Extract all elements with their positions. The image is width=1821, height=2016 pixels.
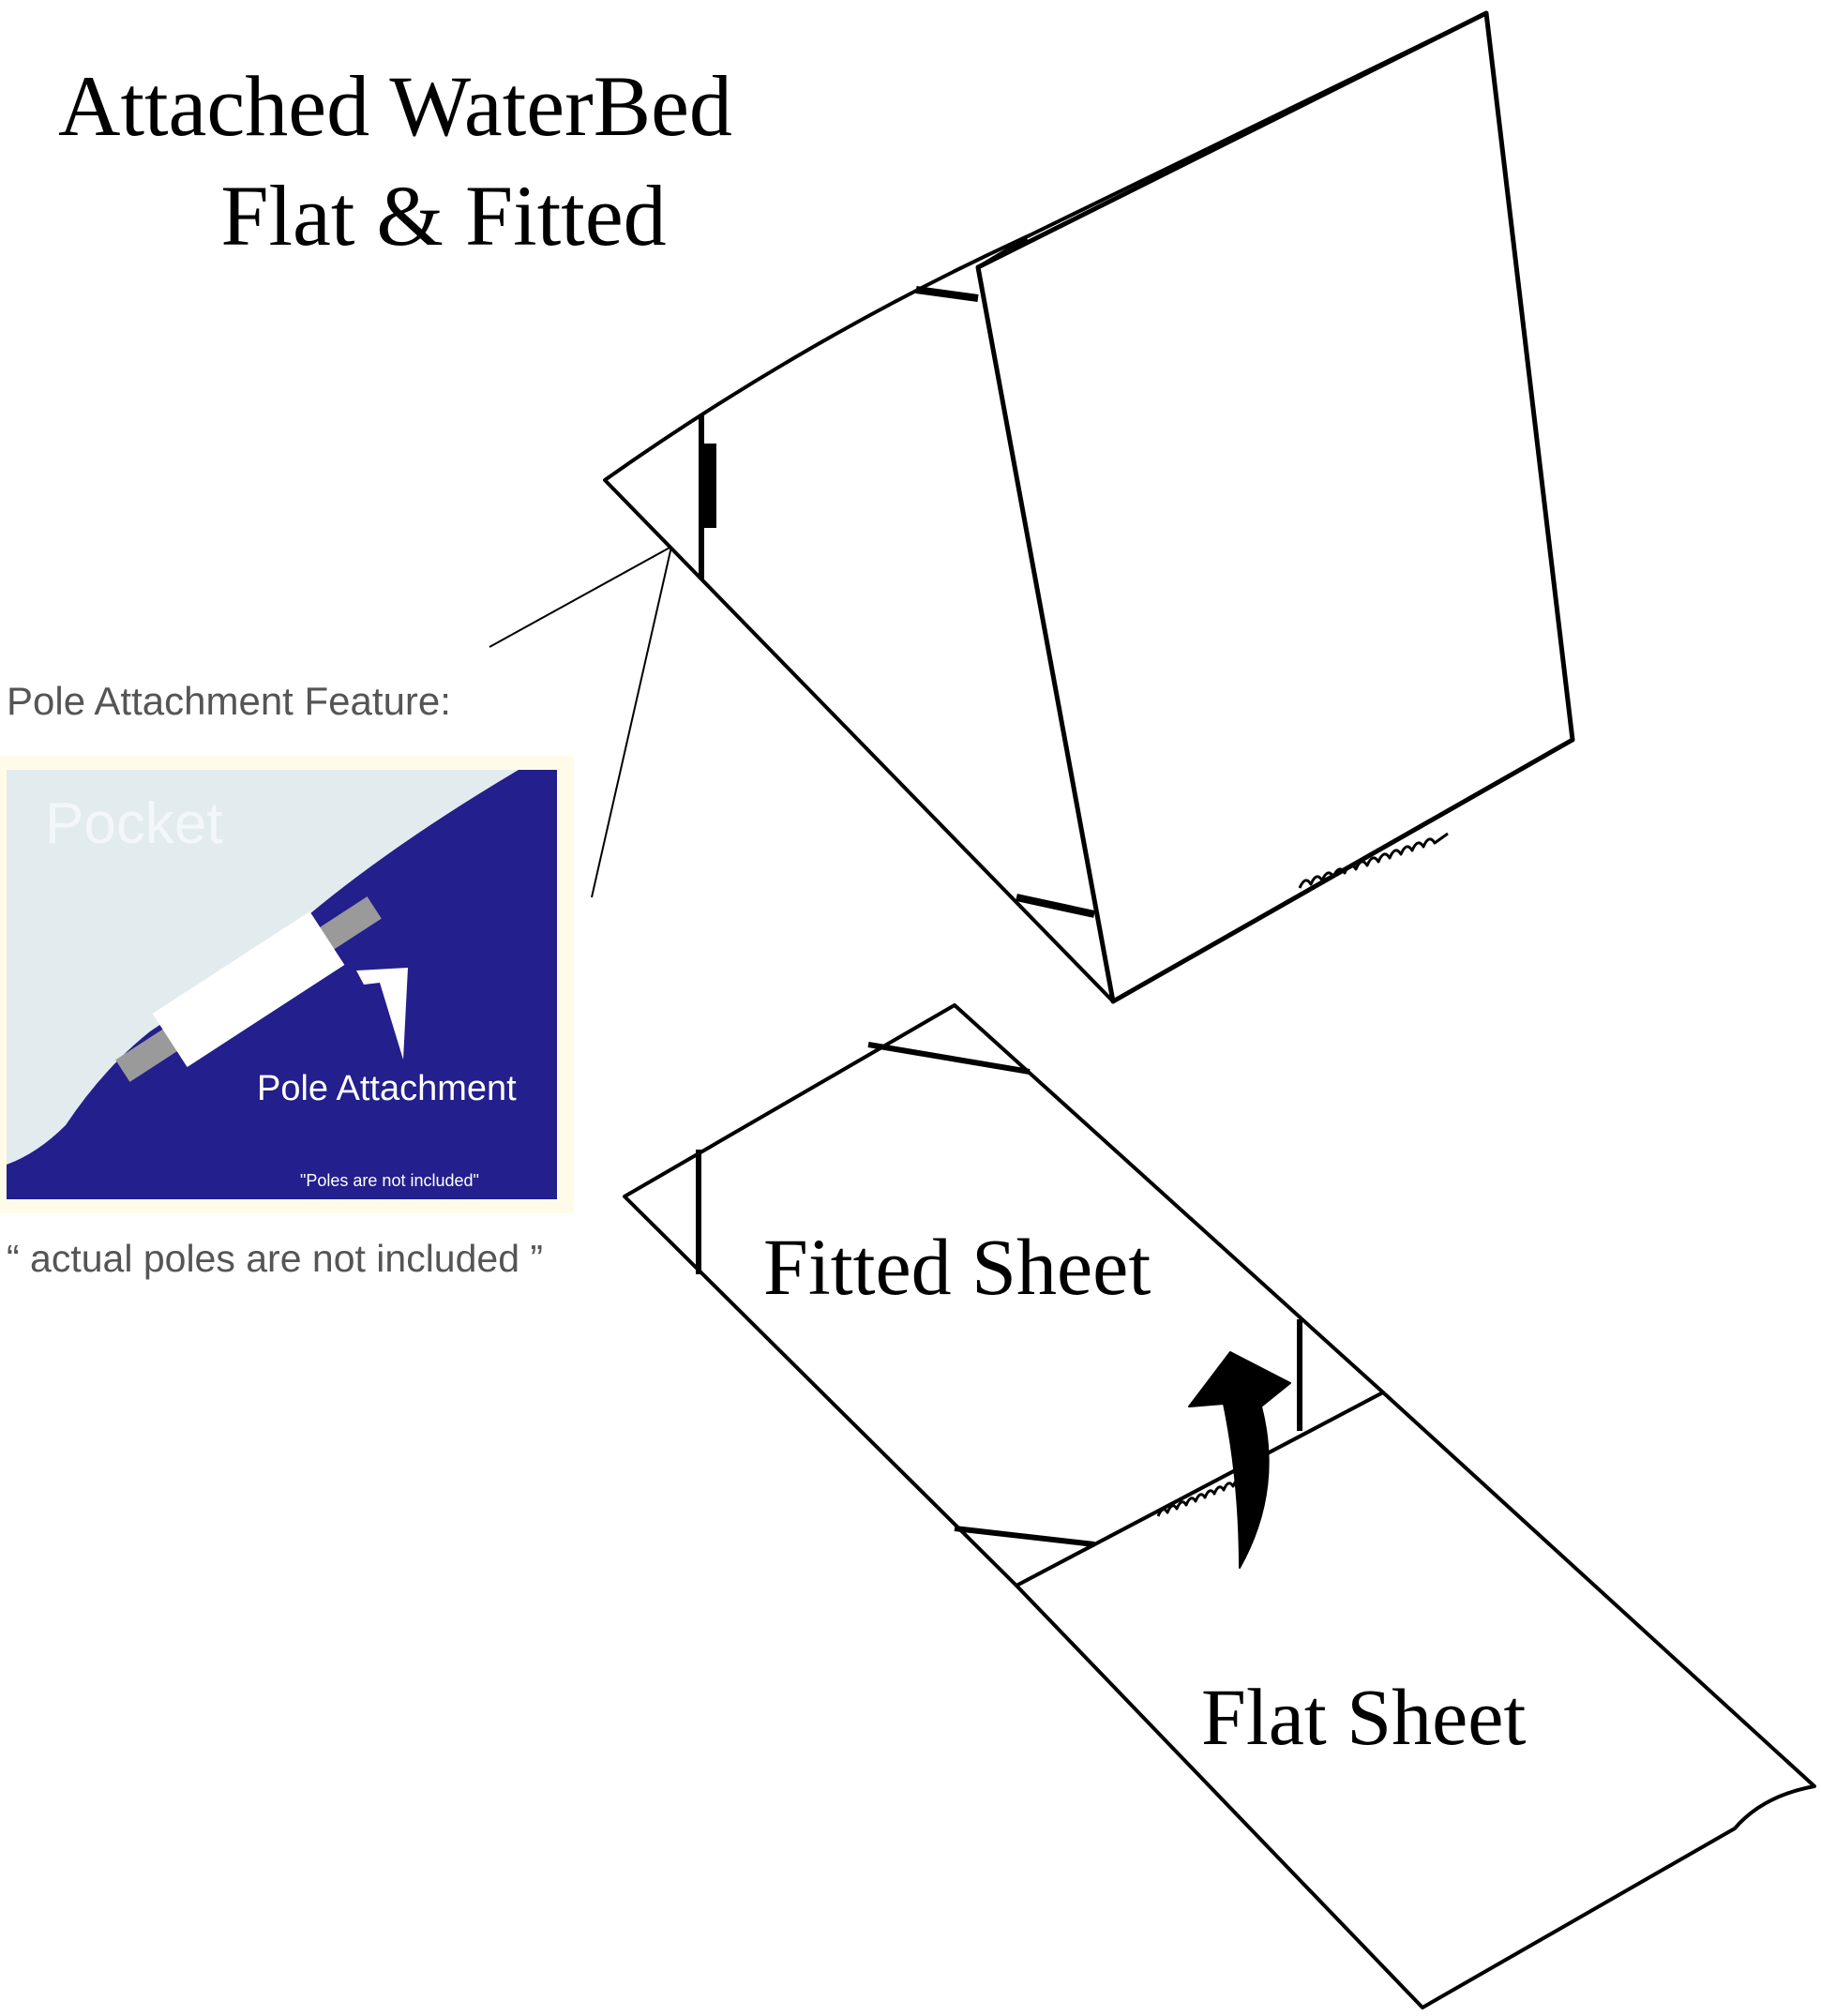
flat-sheet-outline: [1015, 1391, 1816, 2009]
callout-line: [591, 546, 672, 898]
pole-attachment-inset: Pole Attachment Feature: Pocket Pole Att…: [0, 679, 574, 1280]
corner-strap: [954, 1526, 1095, 1547]
title-line-2: Flat & Fitted: [220, 168, 666, 263]
fold-arrow-icon: [1188, 1351, 1291, 1569]
pointer-arrow-icon: [356, 968, 408, 1060]
poles-not-included-note: "Poles are not included": [300, 1171, 479, 1190]
flat-sheet-label: Flat Sheet: [1201, 1672, 1526, 1762]
zipper-icon: [1298, 832, 1449, 889]
corner-strap: [1016, 894, 1095, 918]
title-line-1: Attached WaterBed: [58, 58, 732, 154]
corner-strap: [915, 286, 979, 302]
corner-strap: [867, 1042, 1031, 1075]
inset-caption: “ actual poles are not included ”: [7, 1237, 543, 1280]
callout-line: [489, 546, 672, 648]
pole-attachment-mark: [701, 444, 716, 528]
flat-layout-drawing: [623, 1003, 1816, 2009]
pocket-label: Pocket: [45, 791, 223, 856]
fitted-sheet-label: Fitted Sheet: [763, 1222, 1151, 1312]
pocket-area: [7, 770, 519, 1165]
pole-attachment-label: Pole Attachment: [257, 1069, 517, 1108]
pole-icon: [115, 896, 382, 1082]
feature-heading: Pole Attachment Feature:: [7, 679, 451, 723]
flat-sheet-panel: [975, 10, 1575, 1004]
assembled-bed-drawing: [489, 10, 1575, 1004]
